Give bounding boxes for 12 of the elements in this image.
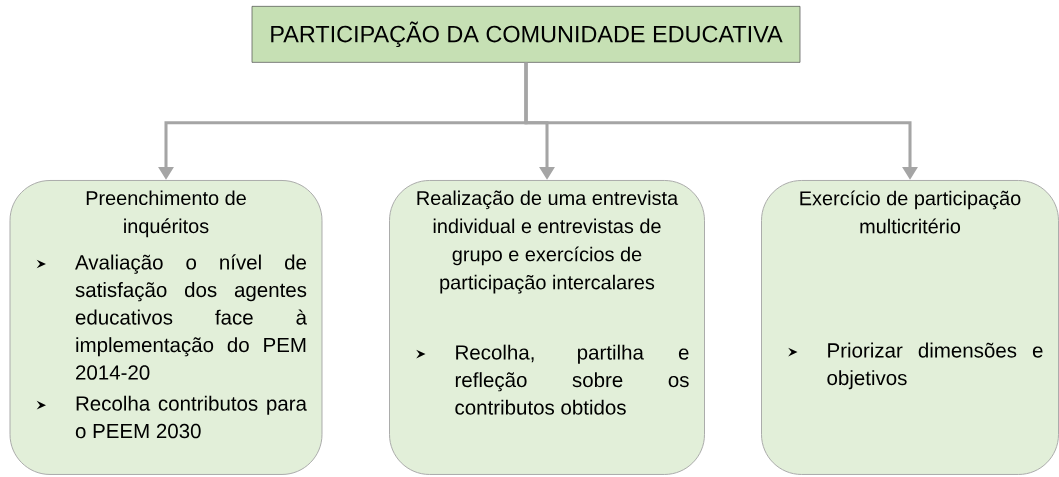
heading-text: Realização de uma entrevista individual e entrevistas de grupo e exercícios de participação intercalares bbox=[417, 190, 679, 294]
title-box bbox=[251, 6, 801, 63]
bullet-text: Priorizar dimensões e objetivos bbox=[827, 342, 1043, 390]
bullet-text: Avaliação o nível de satisfação dos agentes educativos face à implementação do PEM 2014-20 bbox=[75, 254, 307, 380]
rounded-box bbox=[761, 180, 1059, 475]
rounded-box bbox=[389, 180, 705, 475]
bullet-text: Recolha contributos para o PEEM 2030 bbox=[75, 395, 307, 439]
title-text: PARTICIPAÇÃO DA COMUNIDADE EDUCATIVA bbox=[271, 21, 783, 48]
heading-text: Exercício de participação multicritério bbox=[800, 190, 1021, 234]
rounded-box bbox=[9, 180, 323, 475]
bullet-text: Recolha, partilha e refleção sobre os contributos obtidos bbox=[455, 344, 689, 415]
heading-text: Preenchimento de inquéritos bbox=[86, 190, 246, 238]
